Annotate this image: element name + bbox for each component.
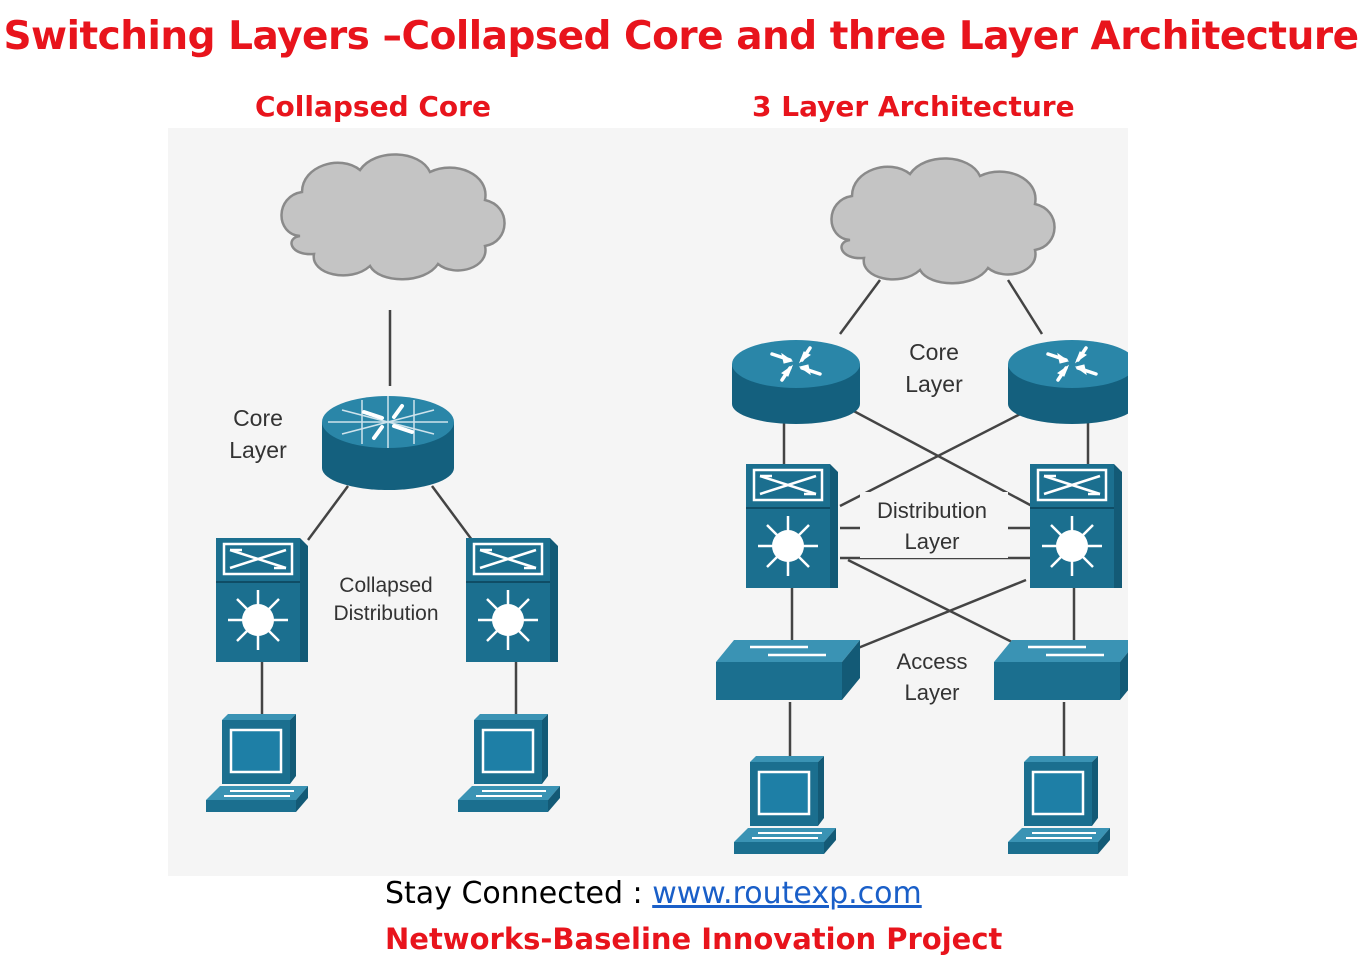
multilayer-switch-icon (744, 462, 840, 590)
stay-connected-line: Stay Connected : www.routexp.com (385, 876, 922, 911)
core-layer-label-line1: Core (233, 405, 283, 431)
distribution-layer-label-line2: Layer (904, 529, 959, 554)
three-layer-diagram: Core Layer Distribution Layer Access Lay… (714, 157, 1128, 856)
website-link[interactable]: www.routexp.com (652, 876, 922, 911)
three-layer-heading: 3 Layer Architecture (752, 90, 1075, 123)
slide-title: Switching Layers –Collapsed Core and thr… (3, 14, 1359, 59)
stay-connected-text: Stay Connected : (385, 876, 653, 911)
core-layer-label-line2: Layer (905, 371, 963, 397)
workgroup-switch-icon (714, 638, 862, 702)
router-icon (320, 394, 456, 492)
distribution-layer-label-line1: Distribution (877, 498, 987, 523)
cloud-icon (830, 157, 1056, 285)
router-icon (730, 338, 862, 426)
cloud-icon (280, 153, 506, 281)
collapsed-core-heading: Collapsed Core (255, 90, 491, 123)
workgroup-switch-icon (992, 638, 1128, 702)
collapsed-core-diagram: Core Layer Collapsed Distribution (204, 153, 562, 814)
core-layer-label-line1: Core (909, 339, 959, 365)
router-icon (1006, 338, 1128, 426)
multilayer-switch-icon (1028, 462, 1124, 590)
collapsed-core-links (260, 310, 518, 716)
multilayer-switch-icon (464, 536, 560, 664)
multilayer-switch-icon (214, 536, 310, 664)
access-layer-label-line2: Layer (904, 680, 959, 705)
collapsed-distribution-label-line1: Collapsed (339, 574, 432, 597)
network-diagram: Core Layer Collapsed Distribution (168, 128, 1128, 876)
core-layer-label-line2: Layer (229, 437, 287, 463)
collapsed-distribution-label-line2: Distribution (333, 602, 438, 625)
project-name: Networks-Baseline Innovation Project (385, 922, 1003, 956)
access-layer-label-line1: Access (897, 649, 968, 674)
